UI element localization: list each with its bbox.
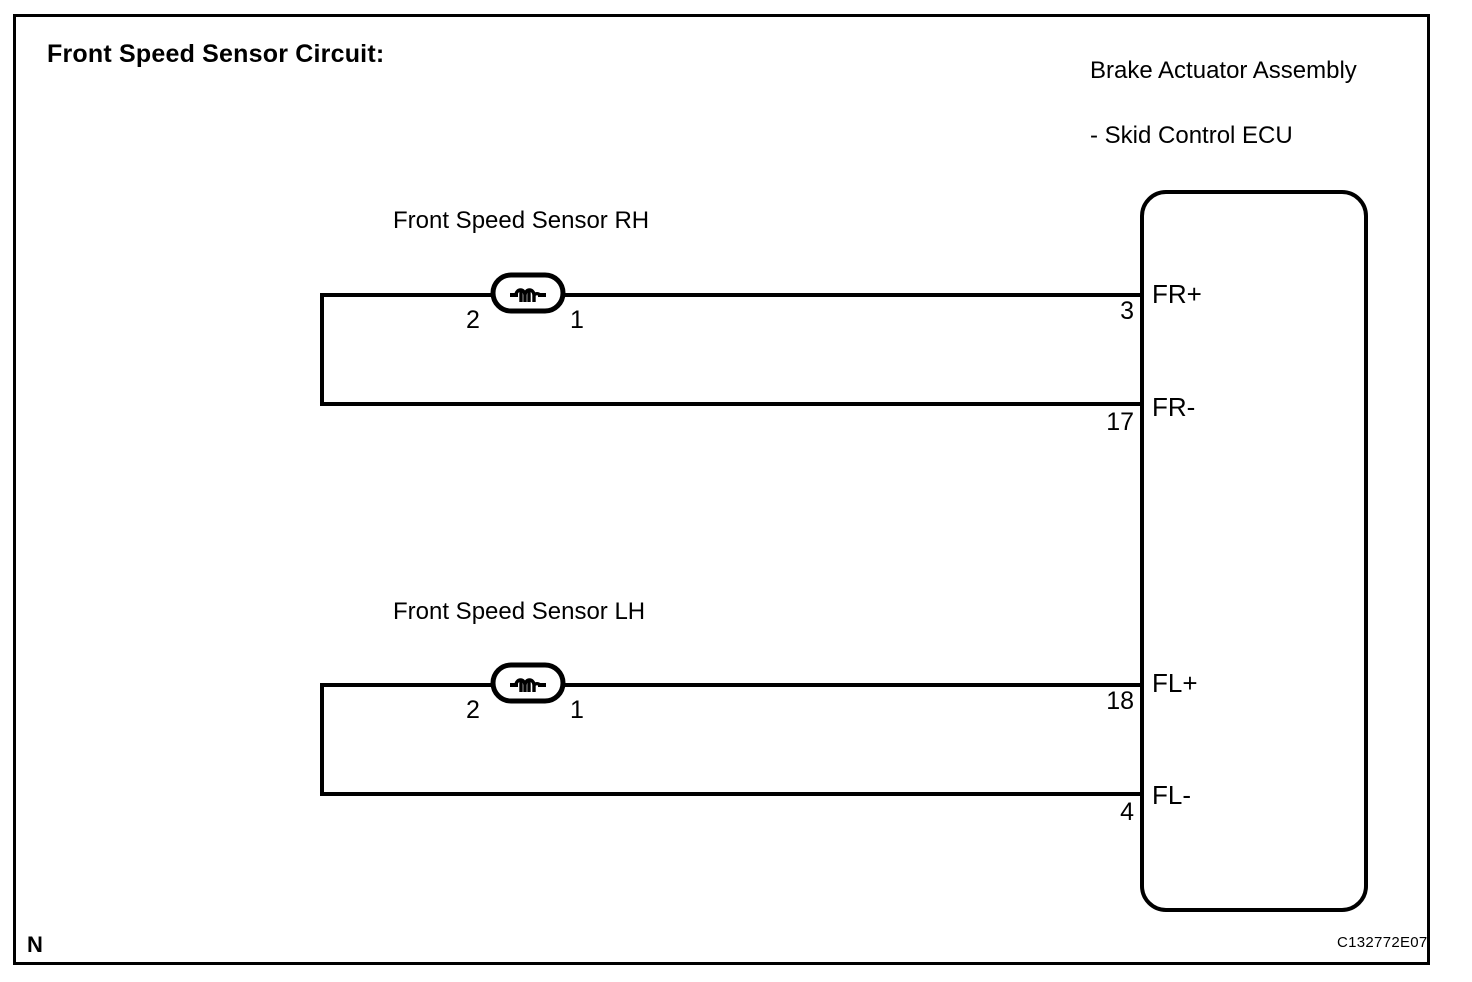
sensor-symbol-rh [490, 272, 566, 314]
wire-rh-signal-negative [320, 402, 1142, 406]
wire-lh-signal-positive [320, 683, 1142, 687]
wire-rh-left-return [320, 293, 324, 406]
sensor-lh-pin-2: 2 [466, 696, 480, 724]
inductive-coil-icon [490, 272, 566, 314]
ecu-pin-number-3: 3 [1120, 297, 1134, 325]
wire-lh-left-return [320, 683, 324, 796]
sensor-lh-pin-1: 1 [570, 696, 584, 724]
ecu-assembly-label: Brake Actuator Assembly [1090, 57, 1357, 84]
page-title: Front Speed Sensor Circuit: [47, 40, 385, 68]
ecu-pin-number-17: 17 [1106, 408, 1134, 436]
ecu-pin-number-18: 18 [1106, 687, 1134, 715]
sensor-rh-pin-2: 2 [466, 306, 480, 334]
ecu-pin-label-fr-minus: FR- [1152, 392, 1196, 422]
ecu-pin-number-4: 4 [1120, 798, 1134, 826]
wire-lh-signal-negative [320, 792, 1142, 796]
skid-control-ecu-box [1140, 190, 1368, 912]
wire-rh-signal-positive [320, 293, 1142, 297]
sensor-label-front-speed-sensor-lh: Front Speed Sensor LH [393, 598, 646, 625]
sensor-rh-pin-1: 1 [570, 306, 584, 334]
footer-note-mark: N [27, 932, 43, 957]
document-reference-code: C132772E07 [1337, 934, 1428, 951]
ecu-pin-label-fl-plus: FL+ [1152, 668, 1198, 698]
ecu-subname-label: - Skid Control ECU [1090, 122, 1293, 149]
diagram-border-frame [13, 14, 1430, 965]
inductive-coil-icon [490, 662, 566, 704]
sensor-label-front-speed-sensor-rh: Front Speed Sensor RH [393, 207, 650, 234]
ecu-pin-label-fr-plus: FR+ [1152, 279, 1202, 309]
sensor-symbol-lh [490, 662, 566, 704]
ecu-pin-label-fl-minus: FL- [1152, 780, 1191, 810]
